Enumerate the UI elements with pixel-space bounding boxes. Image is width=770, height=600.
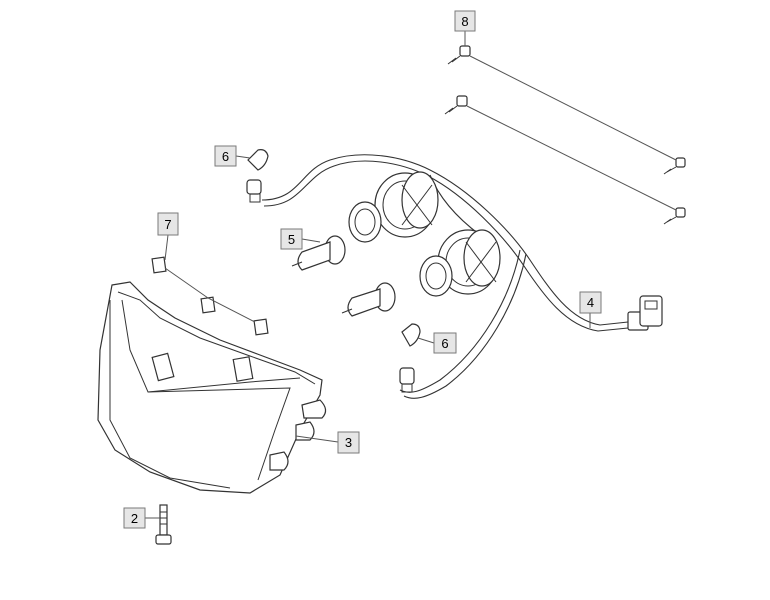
headlamp-assembly [97,281,327,494]
callout-3: 3 [337,431,360,454]
bulb-seal-upper [348,201,382,243]
mounting-bolt [155,504,172,545]
clip-3 [253,318,269,336]
clip-2 [200,296,216,314]
screw-axis-line [469,55,677,161]
svg-text:7: 7 [164,217,171,232]
svg-text:4: 4 [587,295,594,310]
svg-text:6: 6 [222,149,229,164]
bulb-seal-lower [419,255,453,297]
screw-lower-right [663,207,686,225]
screw-upper-right [663,157,686,175]
wiring-harness [261,154,629,399]
callout-5: 5 [280,228,303,250]
bulb-housing-lower [437,229,501,295]
position-bulb-upper [246,149,269,203]
callout-6-upper: 6 [214,145,237,167]
svg-text:2: 2 [131,511,138,526]
screw-lower-left [444,95,468,115]
headlamp-bulb-upper [291,235,346,271]
harness-connector [627,295,663,331]
svg-text:5: 5 [288,232,295,247]
bulb-housing-upper [374,171,439,238]
callout-2: 2 [123,507,146,529]
leader-6b [417,337,435,344]
svg-text:3: 3 [345,435,352,450]
svg-text:8: 8 [461,14,468,29]
clip-axis-line [164,267,256,323]
callout-6-lower: 6 [433,332,457,354]
leader-7 [164,234,169,261]
leader-5 [301,238,321,243]
headlamp-bulb-lower [341,282,396,317]
leader-6a [235,155,251,159]
callout-4: 4 [579,291,602,314]
svg-text:6: 6 [441,336,448,351]
clip-1 [151,256,167,274]
screw-upper-left [447,45,471,65]
screw-axis-line [466,105,677,211]
position-bulb-lower [399,323,421,393]
callout-8: 8 [454,10,476,32]
callout-7: 7 [157,212,179,236]
leader-3 [295,435,339,443]
